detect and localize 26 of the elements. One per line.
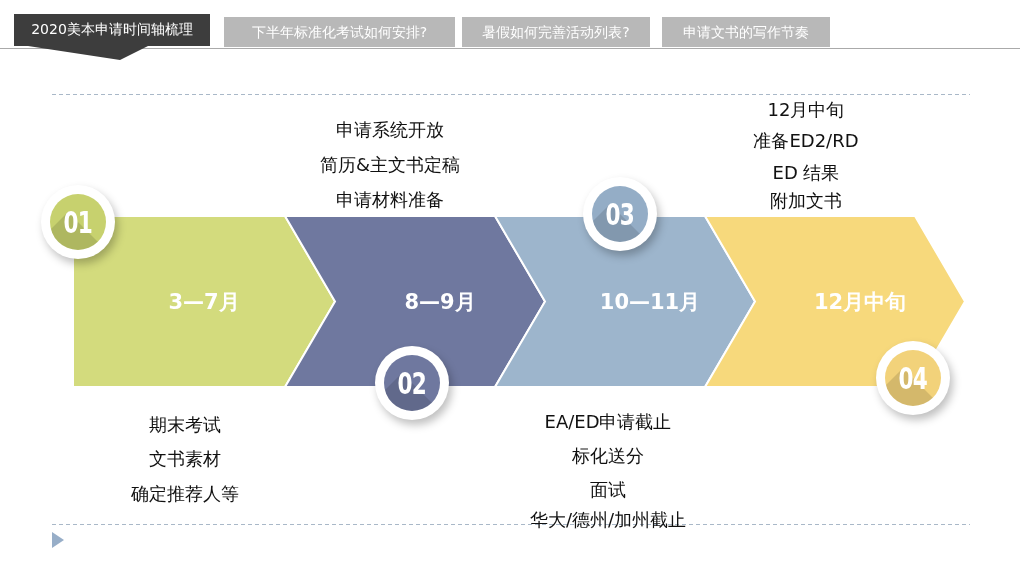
task-text: 文书素材 [149, 447, 221, 471]
step-number-circle: 02 [375, 346, 449, 420]
tab: 申请文书的写作节奏 [662, 17, 830, 47]
step-number-circle: 01 [41, 185, 115, 259]
period-label: 12月中旬 [813, 288, 907, 316]
step-number-circle: 03 [583, 177, 657, 251]
task-text: 申请材料准备 [336, 188, 444, 212]
step-number-circle: 04 [876, 341, 950, 415]
tab: 暑假如何完善活动列表? [462, 17, 650, 47]
task-text: 华大/德州/加州截止 [529, 508, 687, 532]
task-text: EA/ED申请截止 [544, 410, 672, 434]
task-text: 标化送分 [572, 444, 644, 468]
period-label: 3—7月 [168, 288, 240, 316]
task-text: 申请系统开放 [336, 118, 444, 142]
tab: 下半年标准化考试如何安排? [224, 17, 455, 47]
task-text: 12月中旬 [767, 98, 845, 122]
title: 2020美本申请时间轴梳理 [30, 20, 194, 39]
task-text: ED 结果 [772, 161, 840, 185]
task-text: 面试 [590, 478, 626, 502]
task-text: 期末考试 [149, 413, 221, 437]
task-text: 确定推荐人等 [131, 482, 239, 506]
period-label: 8—9月 [404, 288, 476, 316]
task-text: 附加文书 [770, 189, 842, 213]
period-label: 10—11月 [599, 288, 701, 316]
task-text: 准备ED2/RD [753, 129, 859, 153]
task-text: 简历&主文书定稿 [320, 153, 460, 177]
